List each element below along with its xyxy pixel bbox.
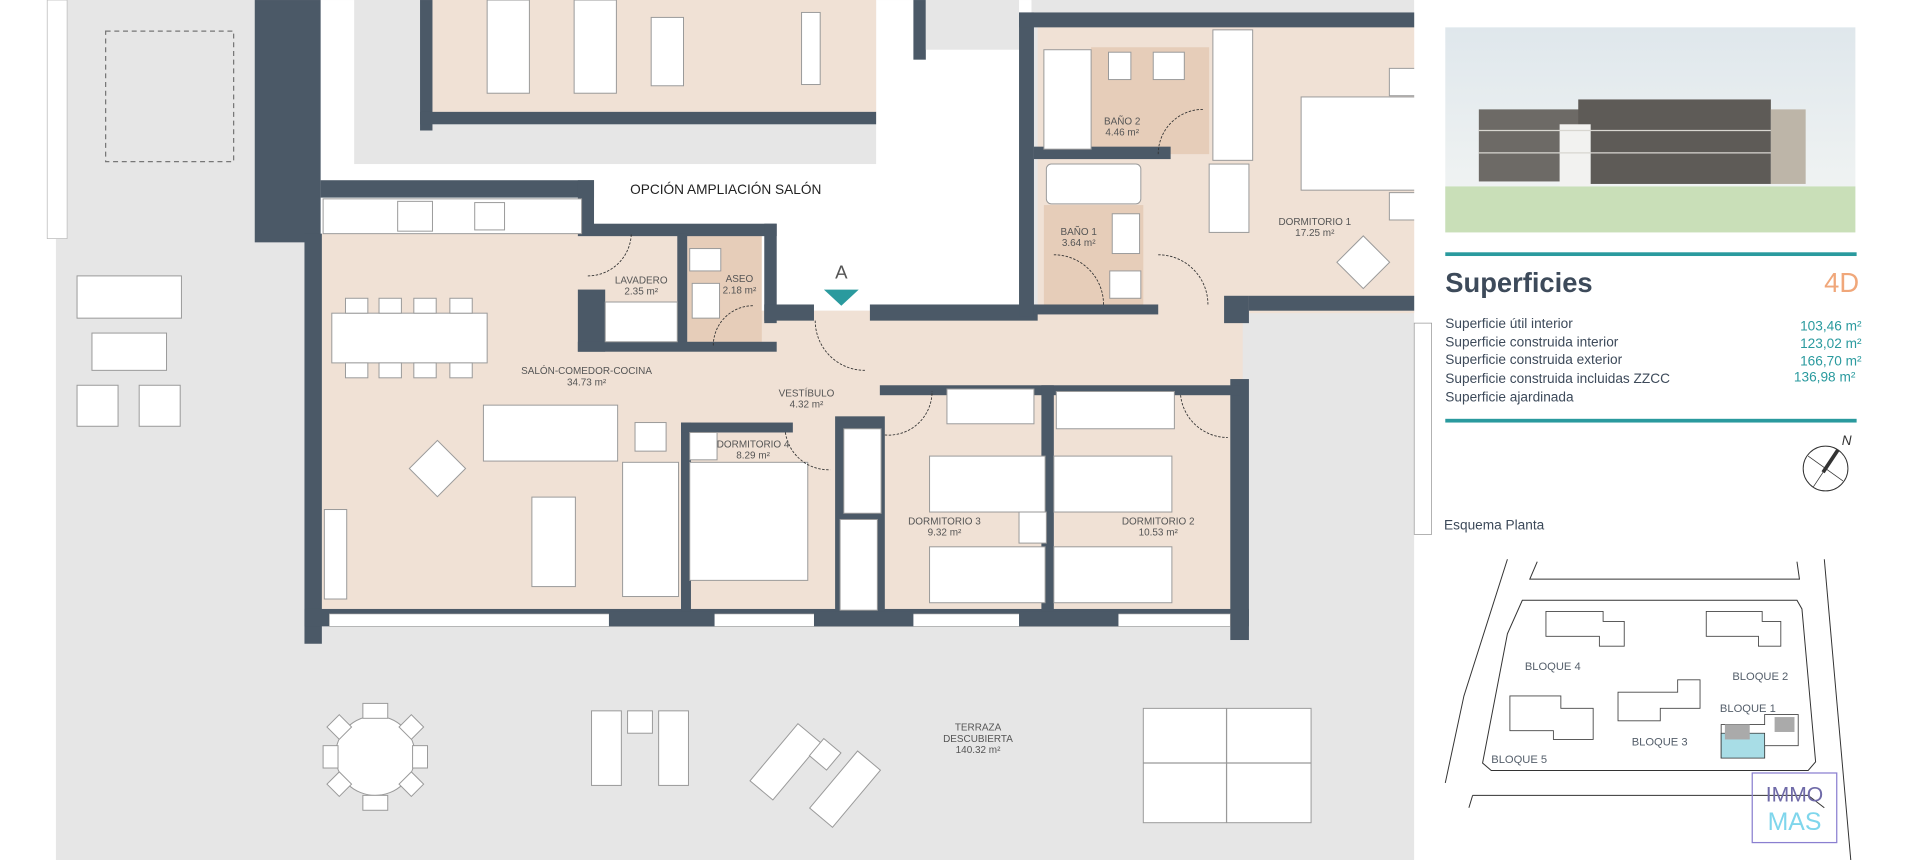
svg-text:10.53 m²: 10.53 m² [1139,528,1179,539]
svg-text:BLOQUE 2: BLOQUE 2 [1732,671,1788,683]
svg-text:SALÓN-COMEDOR-COCINA: SALÓN-COMEDOR-COCINA [521,366,652,377]
svg-text:103,46 m²: 103,46 m² [1800,319,1862,334]
svg-text:VESTÍBULO: VESTÍBULO [779,388,835,399]
room-label-dormitorio-1: DORMITORIO 117.25 m² [1278,217,1351,239]
room-label-bano-1: BAÑO 13.64 m² [1060,227,1097,249]
svg-text:2.35 m²: 2.35 m² [624,287,658,298]
doors [587,108,1228,471]
svg-text:DORMITORIO 4: DORMITORIO 4 [717,439,790,450]
svg-text:4.32 m²: 4.32 m² [790,400,824,411]
svg-text:ASEO: ASEO [726,274,754,285]
svg-text:3.64 m²: 3.64 m² [1062,238,1096,249]
option-label: OPCIÓN AMPLIACIÓN SALÓN [630,182,821,197]
svg-text:123,02 m²: 123,02 m² [1800,336,1862,351]
svg-text:BAÑO 1: BAÑO 1 [1060,227,1097,238]
svg-text:BLOQUE 1: BLOQUE 1 [1720,703,1776,715]
immomas-logo: IMMO MAS [1751,772,1838,844]
svg-text:8.29 m²: 8.29 m² [736,451,770,462]
room-label-bano-2: BAÑO 24.46 m² [1104,116,1141,138]
north-compass-icon: N [1802,433,1852,492]
svg-text:166,70 m²: 166,70 m² [1800,353,1862,368]
svg-text:140.32 m²: 140.32 m² [956,745,1001,756]
section-marker-arrow-icon [823,289,859,306]
svg-text:Superficie construida interior: Superficie construida interior [1445,335,1619,350]
svg-text:17.25 m²: 17.25 m² [1295,228,1335,239]
svg-text:DORMITORIO 3: DORMITORIO 3 [908,516,981,527]
surface-row: Superficie construida exterior 166,70 m² [1445,352,1862,368]
svg-text:BLOQUE 4: BLOQUE 4 [1525,661,1581,673]
building-rendering [1445,27,1856,233]
unit-code: 4D [1824,267,1859,298]
room-label-dormitorio-3: DORMITORIO 39.32 m² [908,516,981,538]
svg-text:N: N [1842,433,1852,448]
terrace-furniture [76,275,1312,828]
svg-text:MAS: MAS [1768,809,1822,836]
svg-text:Superficie construida exterior: Superficie construida exterior [1445,352,1622,367]
section-marker-label: A [835,261,848,282]
divider-top [1445,252,1857,257]
svg-text:Superficie ajardinada: Superficie ajardinada [1445,389,1574,404]
surface-row: Superficie construida interior 123,02 m² [1445,335,1862,351]
surface-row: Superficie útil interior 103,46 m² [1445,316,1862,333]
svg-text:TERRAZA: TERRAZA [955,723,1002,734]
svg-text:DORMITORIO 2: DORMITORIO 2 [1122,516,1195,527]
svg-text:BLOQUE 5: BLOQUE 5 [1491,754,1547,766]
site-scheme: BLOQUE 4 BLOQUE 2 BLOQUE 1 BLOQUE 3 BLOQ… [1444,559,1852,860]
divider-bottom [1445,418,1857,423]
surfaces-title: Superficies [1445,267,1592,298]
svg-text:BLOQUE 3: BLOQUE 3 [1632,737,1688,749]
svg-text:2.18 m²: 2.18 m² [723,285,757,296]
surface-row: Superficie ajardinada [1445,389,1574,404]
surface-row: Superficie construida incluidas ZZCC 136,… [1445,370,1856,386]
svg-text:IMMO: IMMO [1766,784,1823,807]
svg-text:34.73 m²: 34.73 m² [567,377,607,388]
svg-text:Superficie construida incluida: Superficie construida incluidas ZZCC [1445,371,1670,386]
svg-text:DORMITORIO 1: DORMITORIO 1 [1278,217,1351,228]
room-label-dormitorio-2: DORMITORIO 210.53 m² [1122,516,1195,538]
svg-text:4.46 m²: 4.46 m² [1105,127,1139,138]
svg-text:DESCUBIERTA: DESCUBIERTA [943,734,1013,745]
scheme-title: Esquema Planta [1444,517,1545,532]
svg-text:BAÑO 2: BAÑO 2 [1104,116,1141,127]
svg-text:Superficie útil interior: Superficie útil interior [1445,316,1573,331]
svg-text:LAVADERO: LAVADERO [615,275,668,286]
svg-text:136,98 m²: 136,98 m² [1794,370,1856,385]
room-label-dormitorio-4: DORMITORIO 48.29 m² [717,439,790,461]
furniture [322,29,1420,611]
svg-text:9.32 m²: 9.32 m² [928,528,962,539]
